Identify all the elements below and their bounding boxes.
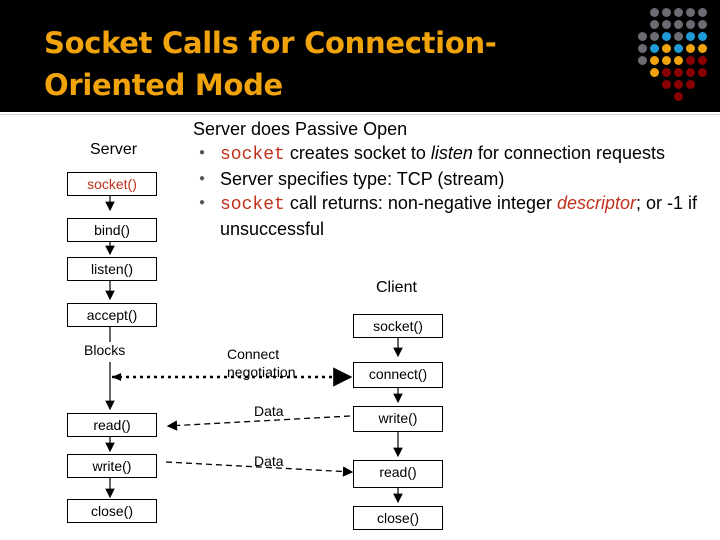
description-heading: Server does Passive Open	[193, 119, 408, 139]
server-bind-box: bind()	[67, 218, 157, 242]
server-listen-box: listen()	[67, 257, 157, 281]
decorative-dot	[674, 20, 683, 29]
decorative-dot	[662, 8, 671, 17]
bullet-icon: ●	[199, 173, 206, 184]
server-accept-box: accept()	[67, 303, 157, 327]
data-label-1: Data	[254, 403, 284, 419]
decorative-dot	[650, 8, 659, 17]
server-read-box: read()	[67, 413, 157, 437]
server-socket-box: socket()	[67, 172, 157, 196]
decorative-dot	[674, 68, 683, 77]
bullet-socket-returns: ● socket call returns: non-negative inte…	[199, 191, 713, 241]
server-close-box: close()	[67, 499, 157, 523]
decorative-dot	[698, 20, 707, 29]
bullet-socket-creates: ● socket creates socket to listen for co…	[199, 141, 713, 167]
client-socket-box: socket()	[353, 314, 443, 338]
decorative-dot	[662, 44, 671, 53]
bullet-icon: ●	[199, 197, 206, 208]
bullet-text: call returns: non-negative integer	[284, 193, 557, 213]
client-read-box: read()	[353, 460, 443, 488]
decorative-dot	[638, 32, 647, 41]
emphasis-descriptor: descriptor	[556, 193, 636, 213]
decorative-dot	[686, 68, 695, 77]
code-socket: socket	[220, 145, 285, 165]
decorative-dot	[686, 8, 695, 17]
server-write-box: write()	[67, 454, 157, 478]
decorative-dot	[662, 32, 671, 41]
client-label: Client	[376, 279, 417, 296]
decorative-dot	[686, 56, 695, 65]
decorative-dot-grid	[638, 8, 718, 104]
decorative-dot	[674, 44, 683, 53]
decorative-dot	[650, 56, 659, 65]
decorative-dot	[686, 44, 695, 53]
bullet-icon: ●	[199, 147, 206, 158]
bullet-text: creates socket to	[284, 143, 431, 163]
decorative-dot	[662, 20, 671, 29]
decorative-dot	[650, 68, 659, 77]
title-separator	[0, 112, 720, 115]
emphasis-listen: listen	[430, 143, 473, 163]
decorative-dot	[686, 20, 695, 29]
bullet-text: Server specifies type: TCP (stream)	[220, 169, 505, 189]
decorative-dot	[638, 44, 647, 53]
code-socket: socket	[220, 195, 285, 215]
decorative-dot	[674, 32, 683, 41]
arrow-data-to-client	[165, 461, 354, 477]
decorative-dot	[698, 44, 707, 53]
server-label: Server	[90, 141, 138, 158]
client-close-box: close()	[353, 506, 443, 530]
bullet-text: ; or -1 if unsuccessful	[220, 193, 698, 239]
title-bar: Socket Calls for Connection-Oriented Mod…	[0, 0, 720, 112]
description: Server does Passive Open ● socket create…	[193, 117, 713, 241]
client-connect-box: connect()	[353, 362, 443, 388]
decorative-dot	[662, 68, 671, 77]
bullet-server-type: ● Server specifies type: TCP (stream)	[199, 167, 713, 191]
decorative-dot	[674, 80, 683, 89]
decorative-dot	[674, 56, 683, 65]
client-write-box: write()	[353, 406, 443, 432]
decorative-dot	[698, 32, 707, 41]
slide-title: Socket Calls for Connection-Oriented Mod…	[44, 26, 497, 102]
decorative-dot	[662, 80, 671, 89]
decorative-dot	[650, 20, 659, 29]
decorative-dot	[698, 8, 707, 17]
arrow-data-to-server	[166, 415, 351, 431]
decorative-dot	[686, 32, 695, 41]
decorative-dot	[698, 56, 707, 65]
server-blocks-label: Blocks	[84, 342, 126, 358]
decorative-dot	[650, 44, 659, 53]
decorative-dot	[698, 68, 707, 77]
bullet-text: for connection requests	[472, 143, 666, 163]
decorative-dot	[638, 56, 647, 65]
decorative-dot	[650, 32, 659, 41]
connect-negotiation-label: Connect negotiation	[227, 346, 296, 380]
decorative-dot	[674, 8, 683, 17]
decorative-dot	[674, 92, 683, 101]
decorative-dot	[662, 56, 671, 65]
data-label-2: Data	[254, 453, 284, 469]
decorative-dot	[686, 80, 695, 89]
